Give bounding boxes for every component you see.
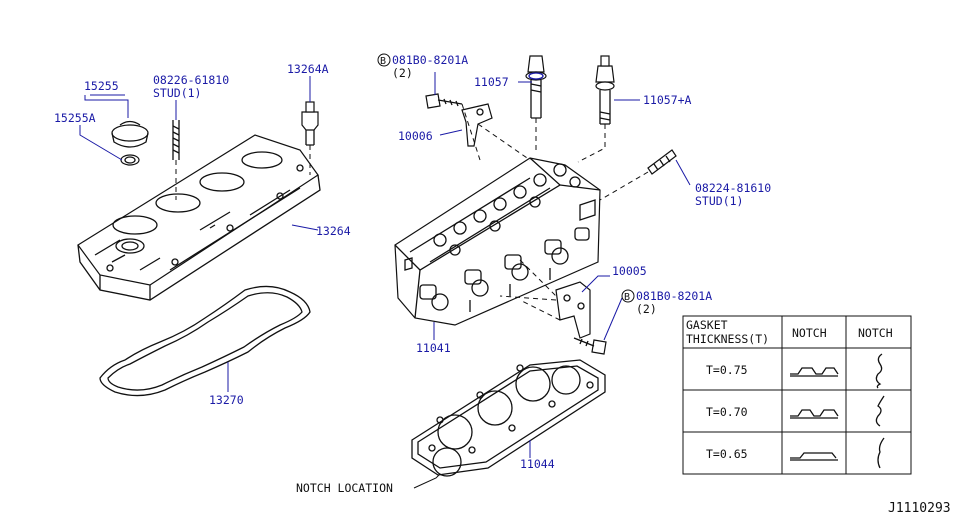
notch-edge-icon-2 — [877, 437, 885, 469]
label-11041: 11041 — [416, 341, 451, 355]
label-qty-bottom: (2) — [636, 302, 657, 316]
bracket-10005 — [499, 281, 591, 339]
label-08224: 08224-81610 — [695, 181, 771, 195]
oil-filler-cap-15255 — [111, 120, 149, 166]
bolt-13264a — [301, 101, 319, 175]
notch-profile-icon-2 — [790, 452, 838, 461]
label-08226: 08226-61810 — [153, 73, 229, 87]
table-row-2-thickness: T=0.65 — [706, 447, 748, 461]
table-header-gasket: GASKET — [686, 318, 728, 332]
label-stud-2: STUD(1) — [695, 194, 743, 208]
label-11057: 11057 — [474, 75, 509, 89]
cylinder-head-11041 — [394, 157, 601, 326]
gasket-thickness-table: GASKET THICKNESS(T) NOTCH NOTCH T=0.75 T… — [682, 315, 912, 475]
label-13270: 13270 — [209, 393, 244, 407]
table-row-1-thickness: T=0.70 — [706, 405, 748, 419]
label-notch-location: NOTCH LOCATION — [296, 481, 393, 495]
label-13264: 13264 — [316, 224, 351, 238]
stud-08226-61810 — [172, 120, 180, 200]
label-15255a: 15255A — [54, 111, 96, 125]
label-11057a: 11057+A — [643, 93, 692, 107]
part-labels: 15255 15255A 08226-61810 STUD(1) 13264A … — [54, 53, 951, 516]
label-11044: 11044 — [520, 457, 555, 471]
label-stud-1: STUD(1) — [153, 86, 201, 100]
assembly-dashed-lines — [461, 103, 561, 321]
circle-b-top-icon — [377, 53, 391, 67]
bracket-10006 — [461, 103, 531, 161]
head-gasket-11044 — [411, 359, 606, 477]
head-bolt-11057 — [525, 55, 547, 150]
label-081b0-bottom: 081B0-8201A — [636, 289, 712, 303]
label-10006: 10006 — [398, 129, 433, 143]
rocker-cover-gasket-13270 — [99, 285, 311, 397]
rocker-cover-13264 — [77, 134, 321, 301]
table-row-0-thickness: T=0.75 — [706, 363, 748, 377]
circle-b-bottom-icon — [621, 289, 635, 303]
table-header-notch-2: NOTCH — [858, 326, 893, 340]
table-header-notch-1: NOTCH — [792, 326, 827, 340]
label-qty-top: (2) — [392, 66, 413, 80]
notch-profile-icon-1 — [790, 409, 839, 419]
bolt-081b0-bottom — [573, 337, 607, 355]
leader-lines — [79, 72, 691, 489]
notch-edge-icon-1 — [875, 395, 885, 427]
notch-profile-icon-0 — [790, 367, 839, 377]
bolt-081b0-top — [425, 93, 463, 109]
label-15255: 15255 — [84, 79, 119, 93]
label-10005: 10005 — [612, 264, 647, 278]
diagram-id: J1110293 — [888, 501, 951, 516]
label-13264a: 13264A — [287, 62, 329, 76]
notch-edge-icon-0 — [875, 353, 883, 389]
table-header-thickness: THICKNESS(T) — [686, 332, 769, 346]
circle-b-bottom-text: B — [624, 292, 630, 303]
circle-b-top-text: B — [380, 56, 386, 67]
head-bolt-11057a — [577, 55, 615, 163]
label-081b0-top: 081B0-8201A — [392, 53, 468, 67]
stud-08224-81610 — [599, 149, 677, 201]
